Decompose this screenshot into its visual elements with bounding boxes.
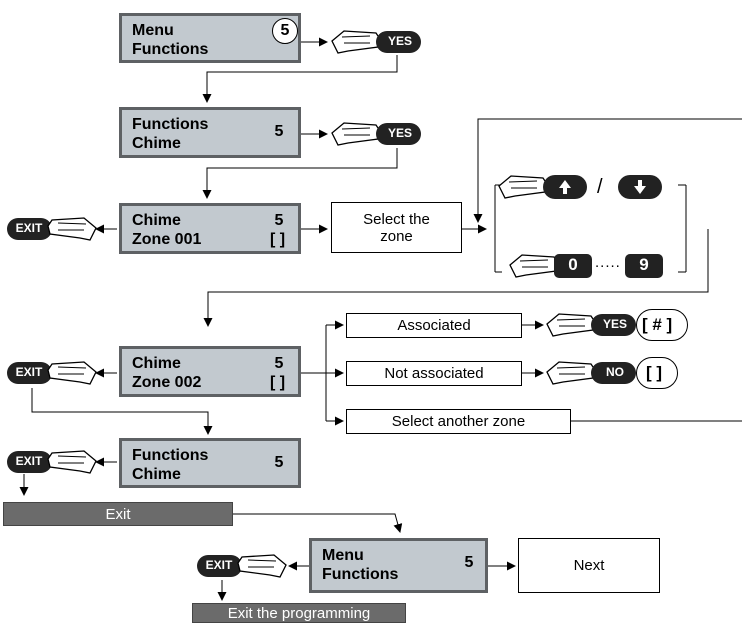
not-associated-box: Not associated: [346, 361, 522, 386]
lcd-functions-chime-2: Functions Chime 5: [119, 438, 301, 488]
next-box: Next: [518, 538, 660, 593]
lcd-number: 5: [464, 554, 474, 571]
lcd-line2: Chime: [132, 135, 181, 152]
no-key-label: NO: [606, 365, 624, 379]
lcd-line1: Menu: [322, 547, 364, 564]
yes-key-hand-icon: YES: [330, 27, 422, 62]
exit-key-hand-icon: EXIT: [196, 551, 288, 586]
lcd-line1: Functions: [132, 447, 209, 464]
lcd-line1: Chime: [132, 212, 181, 229]
no-key-hand-icon: NO: [545, 358, 637, 393]
lcd-functions-chime: Functions Chime 5: [119, 107, 301, 158]
lcd-number: 5: [274, 454, 284, 471]
lcd-line2: Zone 001: [132, 231, 202, 248]
lcd-line2: Functions: [322, 566, 399, 583]
lcd-line2: Functions: [132, 41, 209, 58]
exit-key-hand-icon: EXIT: [6, 214, 98, 249]
yes-key-label: YES: [387, 34, 412, 48]
exit-key-label: EXIT: [205, 558, 233, 572]
key-range-dots: .....: [595, 254, 621, 271]
lcd-menu-functions: Menu Functions 5: [119, 13, 301, 63]
nine-key-icon: 9: [624, 251, 666, 286]
lcd-number: 5: [274, 212, 284, 229]
exit-bar: Exit: [3, 502, 233, 526]
lcd-chime-zone-002: Chime Zone 002 5 [ ]: [119, 346, 301, 397]
zero-key-label: 0: [568, 255, 578, 274]
associated-state-badge: [636, 309, 688, 341]
select-another-zone-box: Select another zone: [346, 409, 571, 434]
exit-key-label: EXIT: [15, 221, 43, 235]
lcd-number: 5: [274, 123, 284, 140]
lcd-chime-zone-001: Chime Zone 001 5 [ ]: [119, 203, 301, 254]
not-associated-state: [ ]: [646, 363, 663, 382]
lcd-line1: Chime: [132, 355, 181, 372]
yes-key-hand-icon: YES: [545, 310, 637, 345]
associated-state: [ # ]: [642, 315, 673, 334]
yes-key-hand-icon: YES: [330, 119, 422, 154]
yes-key-label: YES: [602, 317, 627, 331]
select-zone-box: Select the zone: [331, 202, 462, 253]
zero-key-hand-icon: 0: [508, 251, 600, 286]
lcd-line2: Chime: [132, 466, 181, 483]
up-key-hand-icon: [497, 172, 589, 207]
lcd-menu-functions-2: Menu Functions 5: [309, 538, 488, 593]
exit-key-label: EXIT: [15, 454, 43, 468]
exit-programming-bar: Exit the programming: [192, 603, 406, 623]
lcd-number: 5: [274, 355, 284, 372]
slash-separator: /: [597, 176, 603, 198]
down-key-icon: [616, 172, 664, 207]
circled-number: 5: [272, 18, 298, 44]
exit-key-hand-icon: EXIT: [6, 358, 98, 393]
associated-box: Associated: [346, 313, 522, 338]
exit-key-hand-icon: EXIT: [6, 447, 98, 482]
exit-key-label: EXIT: [15, 365, 43, 379]
lcd-state: [ ]: [270, 231, 286, 248]
lcd-state: [ ]: [270, 374, 286, 391]
nine-key-label: 9: [639, 255, 649, 274]
not-associated-state-badge: [636, 357, 678, 389]
lcd-line1: Menu: [132, 22, 174, 39]
lcd-line2: Zone 002: [132, 374, 202, 391]
lcd-line1: Functions: [132, 116, 209, 133]
yes-key-label: YES: [387, 126, 412, 140]
